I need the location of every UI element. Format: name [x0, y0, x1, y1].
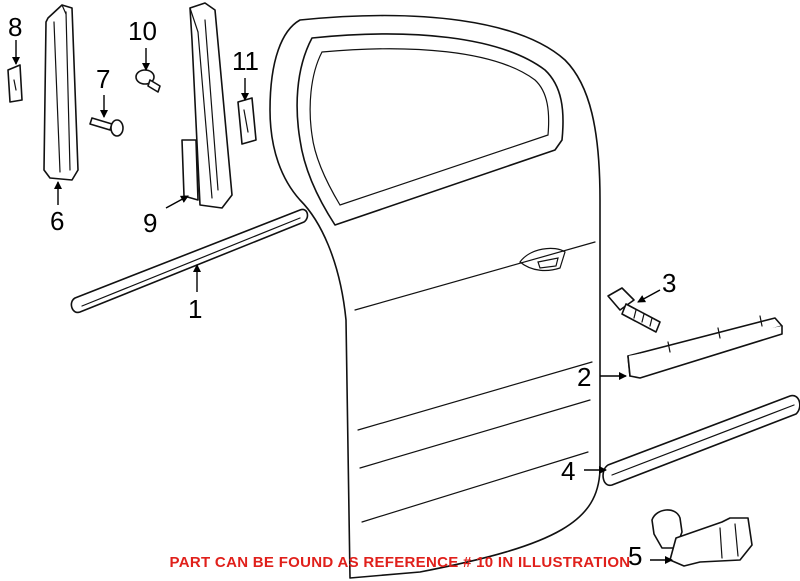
- part-11-callout: 11: [232, 46, 259, 76]
- part-7-callout: 7: [96, 64, 110, 94]
- part-9-callout: 9: [143, 208, 157, 238]
- part-10-callout: 10: [128, 16, 157, 46]
- part-11-clip: [237, 97, 257, 145]
- part-8-callout: 8: [8, 12, 22, 42]
- part-9-frame-trim: [181, 2, 233, 209]
- part-2-callout: 2: [577, 362, 591, 392]
- reference-notice: PART CAN BE FOUND AS REFERENCE # 10 IN I…: [169, 554, 631, 571]
- part-6-callout: 6: [50, 206, 64, 236]
- part-3-leader: [637, 289, 661, 303]
- part-10-push-clip: [135, 69, 161, 93]
- part-3-bolt: [607, 287, 661, 333]
- part-4-callout: 4: [561, 456, 575, 486]
- part-1-callout: 1: [188, 294, 202, 324]
- part-1-molding: [70, 208, 309, 314]
- part-5-callout: 5: [628, 541, 642, 571]
- part-3-callout: 3: [662, 268, 676, 298]
- part-4-body-molding: [602, 394, 800, 487]
- part-8-clip: [7, 64, 23, 103]
- part-2-molding: [627, 315, 783, 379]
- part-7-screw: [89, 117, 124, 137]
- part-9-leader: [165, 195, 189, 209]
- part-6-pillar-trim: [43, 4, 79, 181]
- door-shell: [269, 14, 601, 579]
- part-5-retainer: [651, 509, 753, 567]
